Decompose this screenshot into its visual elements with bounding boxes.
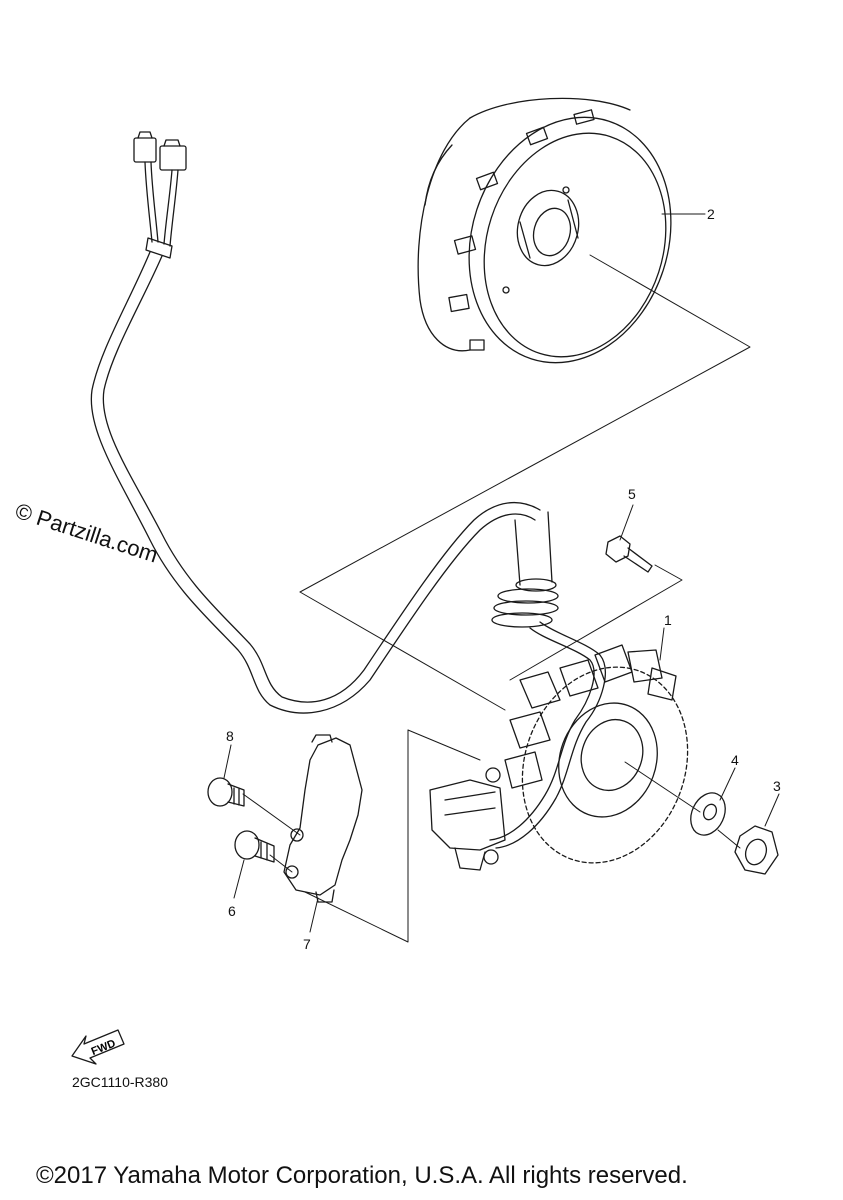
callout-5: 5 bbox=[628, 486, 636, 502]
bolt-5 bbox=[605, 535, 653, 573]
callout-2: 2 bbox=[707, 206, 715, 222]
callout-6: 6 bbox=[228, 903, 236, 919]
leader-lines bbox=[223, 213, 780, 943]
callout-7: 7 bbox=[303, 936, 311, 952]
washer-4 bbox=[690, 792, 726, 836]
stator-assembly bbox=[429, 644, 689, 871]
connector-right bbox=[159, 145, 187, 171]
callout-1: 1 bbox=[664, 612, 672, 628]
nut-3 bbox=[734, 825, 779, 875]
callout-8: 8 bbox=[226, 728, 234, 744]
copyright-notice: ©2017 Yamaha Motor Corporation, U.S.A. A… bbox=[36, 1162, 688, 1189]
callout-4: 4 bbox=[731, 752, 739, 768]
cover-plate bbox=[283, 734, 363, 903]
flywheel-rotor bbox=[417, 97, 672, 364]
callout-3: 3 bbox=[773, 778, 781, 794]
screw-6 bbox=[234, 830, 275, 863]
connector-left bbox=[133, 137, 157, 163]
screw-8 bbox=[207, 777, 245, 807]
wire-harness bbox=[90, 131, 606, 849]
diagram-code: 2GC1110-R380 bbox=[72, 1074, 168, 1090]
fwd-arrow-icon bbox=[71, 1029, 125, 1065]
